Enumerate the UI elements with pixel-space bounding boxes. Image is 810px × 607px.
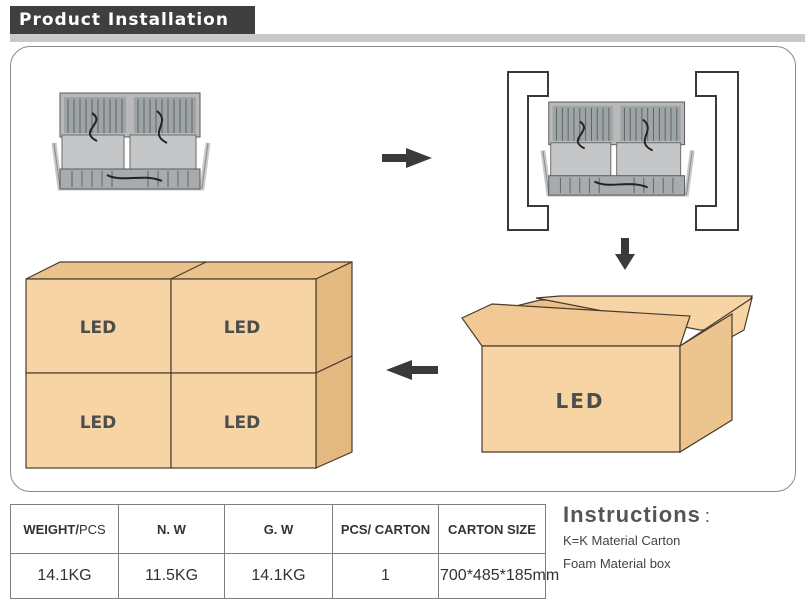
value-nw: 11.5KG: [118, 553, 225, 599]
carton-led-label: LED: [224, 413, 261, 433]
instructions-line: K=K Material Carton: [563, 533, 681, 548]
carton-led-label: LED: [555, 389, 604, 413]
header-carton-size: CARTON SIZE: [438, 504, 546, 554]
table-header-row: WEIGHT/PCS N. W G. W PCS/ CARTON CARTON …: [10, 504, 546, 554]
section-title: Product Installation: [10, 6, 255, 34]
value-pcs-carton: 1: [332, 553, 439, 599]
open-carton-image: LED: [461, 295, 753, 454]
carton-led-label: LED: [80, 413, 117, 433]
arrow-right-icon: [382, 148, 432, 168]
instructions-title: Instructions:: [563, 502, 711, 527]
value-gw: 14.1KG: [224, 553, 333, 599]
fixture-image: [54, 93, 208, 189]
header-nw: N. W: [118, 504, 225, 554]
table-row: 14.1KG 11.5KG 14.1KG 1 700*485*185mm: [10, 553, 559, 599]
installation-diagram: LED LED LED LED LED: [25, 71, 753, 469]
foam-packing-image: [507, 71, 739, 231]
instructions-line: Foam Material box: [563, 556, 671, 571]
arrow-left-icon: [386, 360, 438, 380]
value-carton-size: 700*485*185mm: [438, 553, 559, 599]
title-underline-bar: [10, 34, 805, 42]
header-gw: G. W: [224, 504, 333, 554]
arrow-down-icon: [615, 238, 635, 270]
packing-spec-table: WEIGHT/PCS N. W G. W PCS/ CARTON CARTON …: [10, 504, 559, 599]
carton-led-label: LED: [224, 318, 261, 338]
header-weight: WEIGHT/PCS: [10, 504, 119, 554]
stacked-cartons-image: LED LED LED LED: [25, 261, 353, 469]
value-weight: 14.1KG: [10, 553, 119, 599]
carton-led-label: LED: [80, 318, 117, 338]
header-pcs-carton: PCS/ CARTON: [332, 504, 439, 554]
installation-panel: [10, 46, 796, 492]
